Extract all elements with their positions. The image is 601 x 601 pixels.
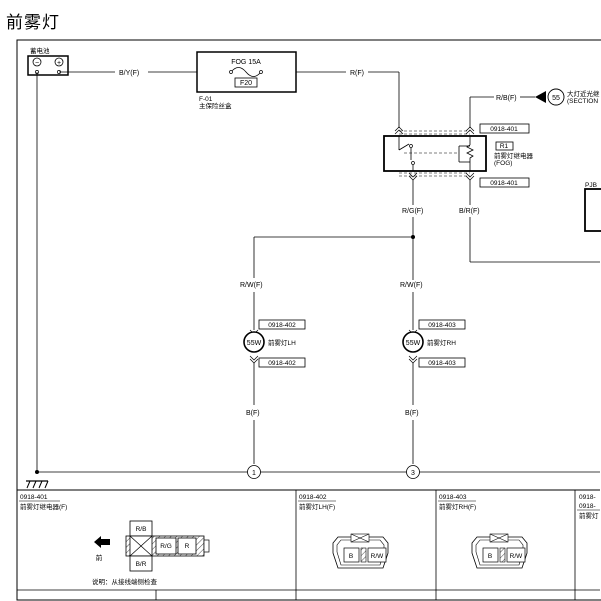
pjb-label: PJB [585, 182, 597, 189]
wire-label-rwf-left: R/W(F) [240, 282, 263, 289]
conn-4-code: 0918- [579, 494, 596, 501]
conn-401-pin-r: R [185, 543, 190, 550]
lamp-lh-name: 前雾灯LH [268, 338, 296, 347]
conn-4-name: 前雾灯 [579, 511, 599, 520]
conn-402-name: 前雾灯LH(F) [299, 502, 335, 511]
wire-label-rbf: R/B(F) [496, 95, 517, 102]
wire-label-bf-right: B(F) [405, 410, 419, 417]
conn-402-pin-b: B [349, 553, 353, 560]
ground-point-1-label: 1 [252, 470, 256, 477]
relay-id: R1 [500, 143, 509, 150]
conn-401-front: 前 [96, 553, 103, 562]
conn-401-note: 说明：从接线端侧检查 [92, 577, 158, 586]
ground-point-3 [406, 465, 420, 479]
relay-conn-bottom: 0918-401 [490, 180, 518, 187]
lamp-rh-conn-top: 0918-403 [428, 322, 456, 329]
ground-point-1 [247, 465, 261, 479]
conn-402-code: 0918-402 [299, 494, 327, 501]
conn-403-face: B R/W [471, 533, 528, 569]
conn-403-name: 前雾灯RH(F) [439, 502, 476, 511]
wire-label-bf-left: B(F) [246, 410, 260, 417]
conn-401-face: 前 R/B R/G R B/R [94, 520, 210, 572]
fuse-box-code: F-01 [199, 96, 213, 103]
conn-4-code2: 0918- [579, 503, 596, 510]
source-badge [547, 88, 565, 106]
relay-connector-top: 0918-401 [394, 123, 530, 135]
ground-point-3-label: 3 [411, 470, 415, 477]
lamp-rh: 0918-403 55W 前雾灯RH 0918-403 [402, 319, 466, 368]
fuse-name: FOG 15A [231, 59, 261, 66]
front-arrow-icon [94, 536, 110, 548]
wire-label-byf: B/Y(F) [119, 70, 139, 77]
wire-label-rgf: R/G(F) [402, 208, 423, 215]
conn-402-pin-rw: R/W [371, 553, 385, 560]
lamp-rh-watt: 55W [406, 340, 421, 347]
source-arrow-icon [535, 91, 546, 103]
conn-403-code: 0918-403 [439, 494, 467, 501]
source-num: 55 [552, 95, 560, 102]
relay-connector-bottom: 0918-401 [399, 172, 530, 188]
lamp-lh-watt: 55W [247, 340, 262, 347]
battery-plus: + [57, 60, 61, 67]
wire-label-rwf-right: R/W(F) [400, 282, 423, 289]
relay-name: 前雾灯继电器 [494, 151, 534, 160]
battery-label: 蓄电池 [30, 46, 50, 55]
lamp-lh-conn-bottom: 0918-402 [268, 360, 296, 367]
lamp-lh-bulb-icon [243, 331, 265, 353]
battery-minus: − [35, 60, 39, 67]
ground-icon [26, 480, 49, 489]
relay-r1 [383, 135, 487, 172]
lamp-lh-conn-top: 0918-402 [268, 322, 296, 329]
conn-401-pin-rg: R/G [160, 543, 172, 550]
relay-conn-top: 0918-401 [490, 126, 518, 133]
lamp-lh: 0918-402 55W 前雾灯LH 0918-402 [243, 319, 306, 368]
conn-403-pin-b: B [488, 553, 492, 560]
lamp-rh-name: 前雾灯RH [427, 338, 456, 347]
lamp-rh-conn-bottom: 0918-403 [428, 360, 456, 367]
conn-401-code: 0918-401 [20, 494, 48, 501]
source-label: 大灯近光继 [567, 89, 600, 98]
fuse-id: F20 [240, 80, 252, 87]
page-title: 前雾灯 [6, 13, 60, 33]
conn-401-pin-rb: R/B [136, 526, 147, 533]
conn-403-pin-rw: R/W [510, 553, 524, 560]
pjb-box [584, 188, 601, 232]
source-label-2: (SECTION [567, 98, 598, 105]
fuse-f20: FOG 15A F20 [196, 51, 297, 93]
fuse-box-name: 主保险丝盒 [199, 101, 232, 110]
wire-label-brf: B/R(F) [459, 208, 480, 215]
diagram-frame [16, 39, 601, 601]
conn-401-name: 前雾灯继电器(F) [20, 502, 67, 511]
conn-401-pin-br: B/R [136, 561, 147, 568]
lamp-rh-bulb-icon [402, 331, 424, 353]
relay-name-sub: (FOG) [494, 160, 512, 167]
wire-label-rf: R(F) [350, 70, 364, 77]
conn-402-face: B R/W [332, 533, 389, 569]
